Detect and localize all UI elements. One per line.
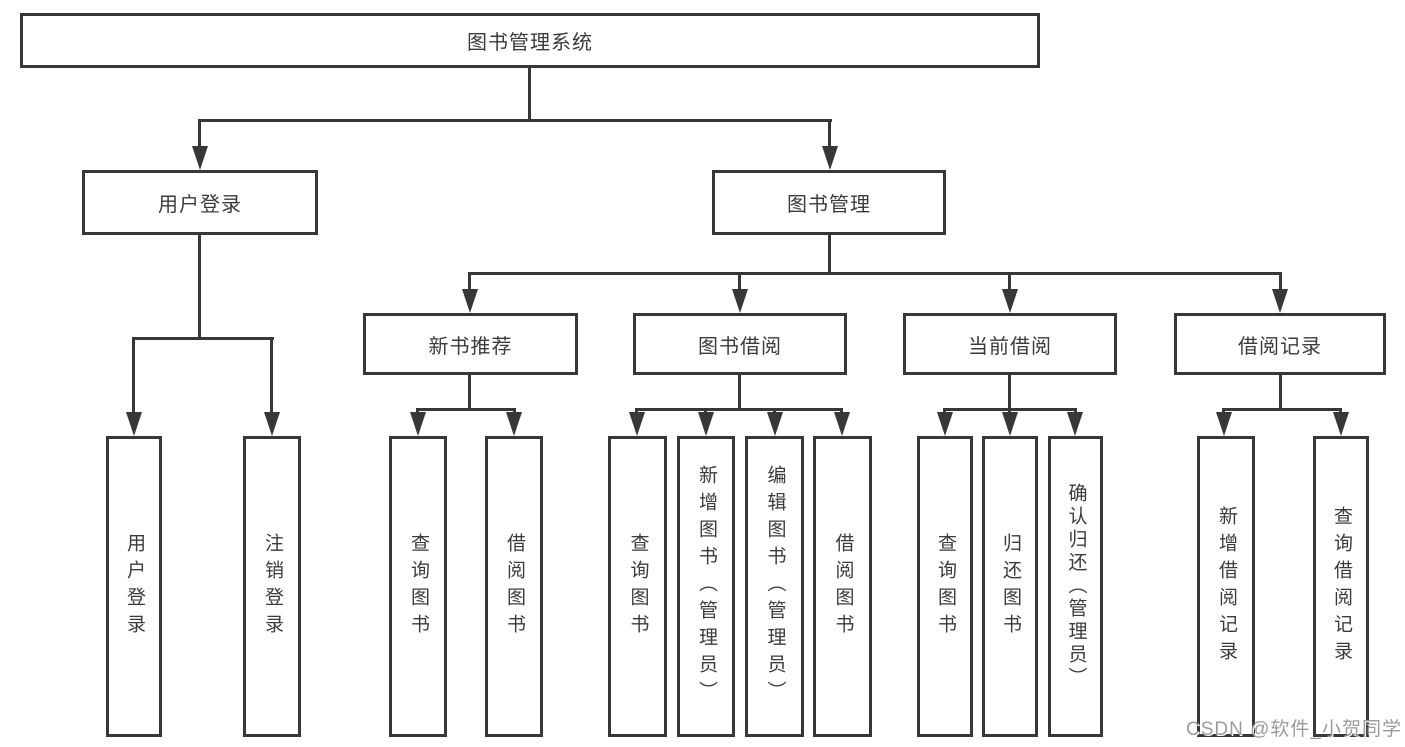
- node-book-management: 图书管理: [712, 170, 946, 235]
- leaf-return-books: 归还图书: [982, 436, 1038, 737]
- connector-line: [198, 122, 201, 150]
- leaf-label: 编辑图书（管理员）: [764, 465, 786, 708]
- leaf-label: 借阅图书: [832, 532, 854, 641]
- arrowhead-down-icon: [822, 146, 838, 170]
- connector-line: [528, 68, 531, 122]
- leaf-logout: 注销登录: [243, 436, 301, 737]
- node-current-borrow: 当前借阅: [903, 313, 1117, 375]
- node-label: 用户登录: [158, 194, 242, 216]
- connector-line: [828, 122, 831, 150]
- arrowhead-down-icon: [264, 412, 280, 436]
- node-new-book-recommend: 新书推荐: [363, 313, 578, 375]
- leaf-label: 查询图书: [407, 532, 429, 641]
- connector-line: [1008, 374, 1011, 411]
- arrowhead-down-icon: [1002, 412, 1018, 436]
- connector-line: [468, 375, 471, 411]
- connector-line: [1279, 275, 1282, 291]
- leaf-confirm-return-admin: 确认归还（管理员）: [1048, 436, 1103, 737]
- connector-line: [1222, 408, 1342, 411]
- connector-line: [468, 272, 1282, 275]
- arrowhead-down-icon: [629, 412, 645, 436]
- arrowhead-down-icon: [1067, 412, 1083, 436]
- arrowhead-down-icon: [698, 412, 714, 436]
- leaf-user-login: 用户登录: [106, 436, 162, 737]
- arrowhead-down-icon: [834, 412, 850, 436]
- arrowhead-down-icon: [506, 412, 522, 436]
- connector-line: [1279, 375, 1282, 411]
- leaf-label: 注销登录: [261, 532, 283, 641]
- arrowhead-down-icon: [192, 146, 208, 170]
- node-label: 图书管理: [787, 194, 871, 216]
- node-label: 图书借阅: [698, 335, 782, 358]
- connector-line: [132, 337, 274, 340]
- connector-line: [468, 275, 471, 291]
- connector-line: [738, 375, 741, 411]
- leaf-label: 查询借阅记录: [1330, 505, 1352, 668]
- leaf-query-borrow-record: 查询借阅记录: [1313, 436, 1369, 737]
- node-library-management-system: 图书管理系统: [20, 13, 1040, 68]
- leaf-label: 新增借阅记录: [1215, 505, 1237, 668]
- leaf-borrow-books: 借阅图书: [813, 436, 872, 737]
- node-label: 新书推荐: [428, 335, 513, 358]
- connector-line: [416, 408, 516, 411]
- leaf-label: 用户登录: [123, 532, 145, 641]
- leaf-query-books-borrow: 查询图书: [608, 436, 667, 737]
- leaf-query-books-recommend: 查询图书: [389, 436, 447, 737]
- leaf-add-books-admin: 新增图书（管理员）: [677, 436, 735, 737]
- arrowhead-down-icon: [1002, 289, 1018, 313]
- arrowhead-down-icon: [1333, 412, 1349, 436]
- arrowhead-down-icon: [937, 412, 953, 436]
- connector-line: [828, 233, 831, 275]
- leaf-label: 查询图书: [934, 532, 956, 641]
- arrowhead-down-icon: [1216, 412, 1232, 436]
- leaf-edit-books-admin: 编辑图书（管理员）: [745, 436, 804, 737]
- arrowhead-down-icon: [732, 289, 748, 313]
- connector-line: [270, 340, 273, 414]
- connector-line: [943, 408, 1077, 411]
- arrowhead-down-icon: [126, 412, 142, 436]
- connector-line: [738, 275, 741, 291]
- arrowhead-down-icon: [410, 412, 426, 436]
- node-label: 借阅记录: [1238, 335, 1322, 358]
- node-user-login-group: 用户登录: [82, 170, 318, 235]
- connector-line: [198, 119, 832, 122]
- arrowhead-down-icon: [462, 289, 478, 313]
- node-borrow-records: 借阅记录: [1174, 313, 1386, 375]
- leaf-label: 新增图书（管理员）: [695, 465, 717, 708]
- leaf-label: 查询图书: [627, 532, 649, 641]
- node-book-borrow: 图书借阅: [633, 313, 847, 375]
- connector-line: [635, 408, 843, 411]
- node-label: 当前借阅: [968, 335, 1052, 358]
- leaf-borrow-books-recommend: 借阅图书: [485, 436, 543, 737]
- leaf-label: 借阅图书: [503, 532, 525, 641]
- connector-line: [1008, 275, 1011, 291]
- node-label: 图书管理系统: [467, 32, 593, 54]
- csdn-watermark: CSDN @软件_小贺同学: [1186, 719, 1402, 740]
- arrowhead-down-icon: [1272, 289, 1288, 313]
- connector-line: [198, 235, 201, 340]
- arrowhead-down-icon: [767, 412, 783, 436]
- leaf-label: 归还图书: [999, 532, 1021, 641]
- leaf-query-books-current: 查询图书: [917, 436, 973, 737]
- leaf-add-borrow-record: 新增借阅记录: [1197, 436, 1255, 737]
- leaf-label: 确认归还（管理员）: [1065, 483, 1087, 690]
- connector-line: [132, 340, 135, 414]
